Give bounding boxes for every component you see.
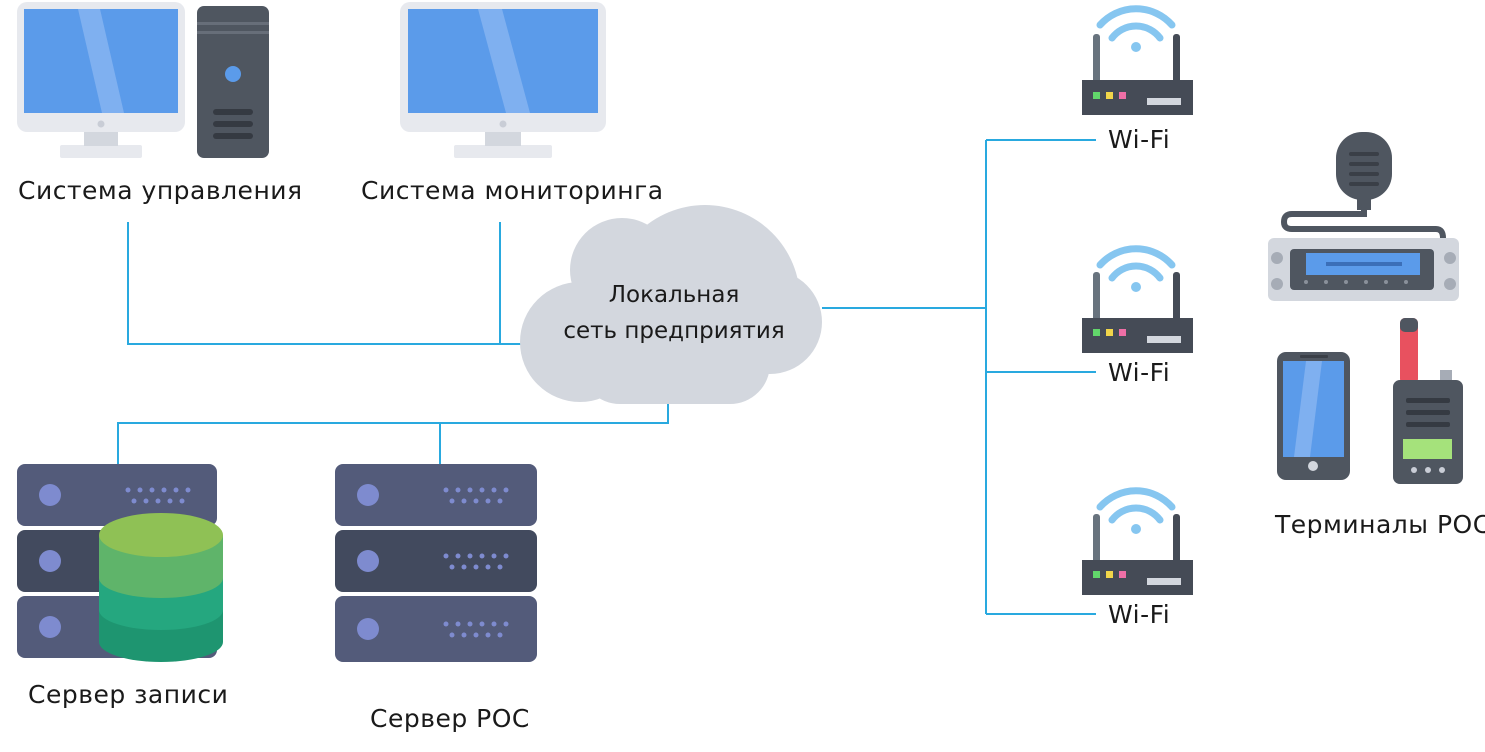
smartphone-icon [1277, 352, 1350, 480]
label-record-server: Сервер записи [28, 680, 229, 709]
label-poc-server: Сервер POC [370, 704, 530, 733]
monitor-icon [400, 2, 606, 158]
database-icon [99, 513, 223, 662]
label-cloud-line1: Локальная [608, 282, 740, 308]
wifi-router-icon [1082, 5, 1193, 115]
label-wifi-1: Wi-Fi [1108, 125, 1171, 154]
line-control-to-cloud [127, 222, 522, 345]
monitor-icon [17, 2, 185, 158]
walkie-talkie-icon [1393, 318, 1463, 484]
label-wifi-3: Wi-Fi [1108, 600, 1171, 629]
label-control-system: Система управления [18, 176, 303, 205]
label-monitoring-system: Система мониторинга [361, 176, 664, 205]
connection-lines [117, 139, 1096, 615]
label-wifi-2: Wi-Fi [1108, 358, 1171, 387]
mobile-radio-icon [1268, 132, 1459, 301]
wifi-router-icon [1082, 487, 1193, 595]
server-rack-icon [335, 464, 537, 662]
pc-tower-icon [197, 6, 269, 158]
line-cloud-to-servers [117, 402, 669, 464]
wifi-router-icon [1082, 245, 1193, 353]
label-cloud-line2: сеть предприятия [563, 318, 785, 344]
label-terminals: Терминалы POC [1275, 510, 1485, 539]
cloud-icon [520, 205, 822, 404]
